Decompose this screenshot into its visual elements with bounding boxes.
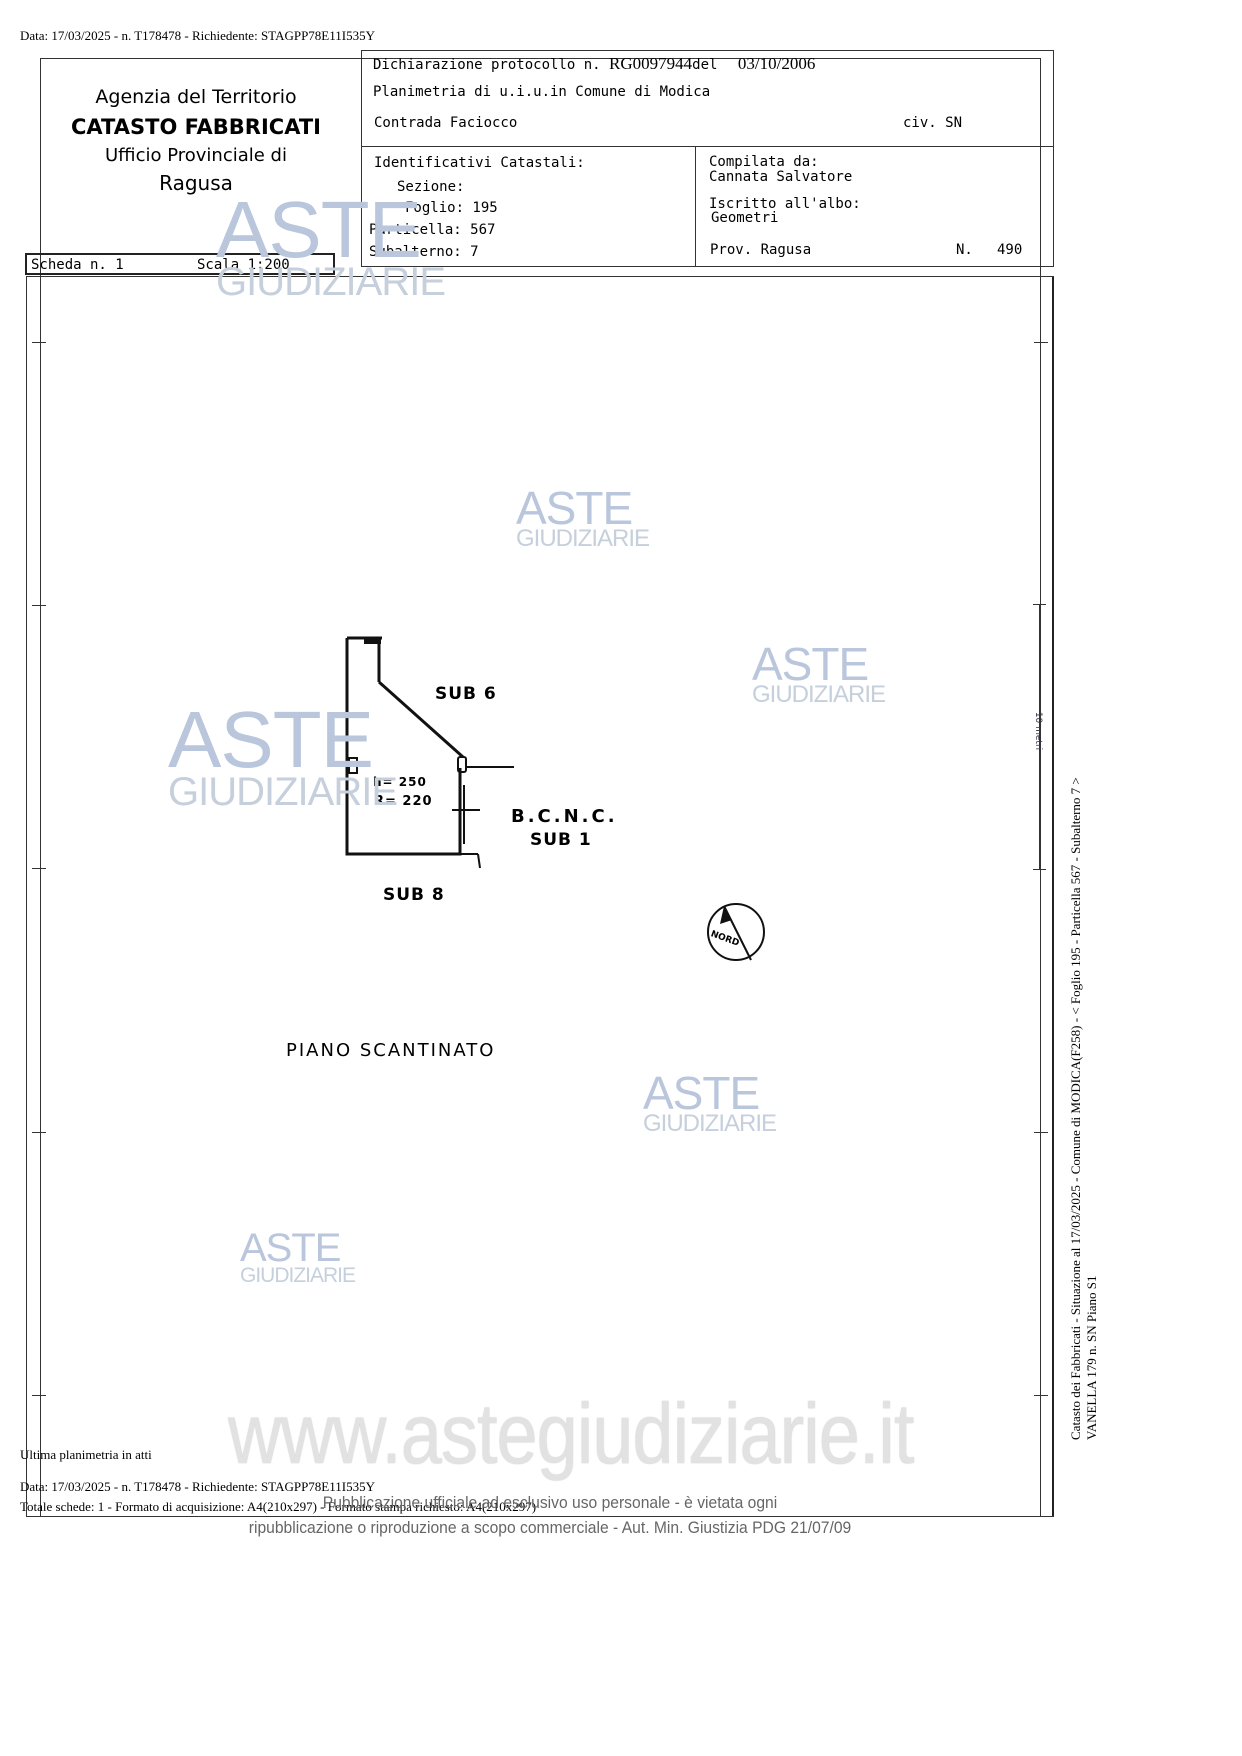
label-height: h= 250 bbox=[373, 775, 427, 789]
dim-label: 10 metri bbox=[1033, 711, 1043, 751]
planimetria-line: Planimetria di u.i.u.in Comune di Modica bbox=[373, 84, 711, 100]
compiler-name: Cannata Salvatore bbox=[709, 169, 853, 185]
notice-line-1: Pubblicazione ufficiale ad esclusivo uso… bbox=[322, 1493, 778, 1512]
albo-value: Geometri bbox=[711, 210, 779, 226]
declaration-label: Dichiarazione protocollo n. bbox=[373, 57, 601, 73]
scheda-box bbox=[25, 253, 335, 275]
watermark-url: www.astegiudiziarie.it bbox=[228, 1386, 914, 1482]
label-sub1: SUB 1 bbox=[530, 830, 592, 850]
side-text-1: Catasto dei Fabbricati - Situazione al 1… bbox=[1068, 777, 1083, 1440]
n-value: 490 bbox=[997, 242, 1023, 258]
floor-plan bbox=[345, 636, 514, 869]
frame-right-thick bbox=[1052, 276, 1054, 1516]
label-ceiling: R= 220 bbox=[374, 794, 433, 809]
tick-right bbox=[1034, 1132, 1048, 1133]
prov-label: Prov. Ragusa bbox=[710, 242, 812, 258]
notice-line-2: ripubblicazione o riproduzione a scopo c… bbox=[248, 1518, 852, 1537]
dim-line bbox=[1039, 604, 1040, 870]
subalterno: Subalterno: 7 bbox=[369, 244, 479, 260]
tick-right bbox=[1034, 342, 1048, 343]
floor-title: PIANO SCANTINATO bbox=[286, 1040, 496, 1061]
n-label: N. bbox=[956, 242, 973, 258]
compiler-label: Compilata da: bbox=[709, 154, 819, 170]
sezione: Sezione: bbox=[397, 179, 465, 195]
side-text-2: VANELLA 179 n. SN Piano S1 bbox=[1084, 1275, 1099, 1440]
compass-icon bbox=[707, 903, 765, 961]
civico: civ. SN bbox=[903, 115, 963, 131]
ufficio-label: Ufficio Provinciale di bbox=[105, 145, 287, 166]
frame-left bbox=[40, 58, 41, 1516]
agency-name: Agenzia del Territorio bbox=[95, 86, 297, 108]
frame-right bbox=[1040, 58, 1041, 1516]
tick-right bbox=[1034, 1395, 1048, 1396]
header-divider bbox=[361, 146, 1054, 147]
watermark-aste: ASTE GIUDIZIARIE bbox=[168, 695, 398, 814]
identifiers-title: Identificativi Catastali: bbox=[374, 155, 585, 171]
del-label: del bbox=[692, 57, 718, 73]
tick-left bbox=[32, 342, 46, 343]
address-line: Contrada Faciocco bbox=[374, 115, 518, 131]
header-vdivider bbox=[695, 146, 696, 267]
tick-left bbox=[32, 605, 46, 606]
top-header: Data: 17/03/2025 - n. T178478 - Richiede… bbox=[20, 28, 375, 43]
particella: Particella: 567 bbox=[369, 222, 496, 238]
tick-left bbox=[32, 868, 46, 869]
declaration-line: Dichiarazione protocollo n. RG0097944del… bbox=[373, 54, 815, 74]
watermark-aste: ASTE GIUDIZIARIE bbox=[516, 482, 650, 552]
footer-totale: Totale schede: 1 - Formato di acquisizio… bbox=[20, 1499, 537, 1514]
catasto-title: CATASTO FABBRICATI bbox=[71, 115, 321, 139]
protocol-number: RG0097944 bbox=[609, 54, 693, 73]
scheda-label: Scheda n. 1 bbox=[31, 257, 124, 273]
label-bcnc: B.C.N.C. bbox=[511, 806, 618, 827]
header-box bbox=[361, 50, 1054, 267]
drawing-bottom-line bbox=[26, 1516, 1054, 1517]
label-sub6: SUB 6 bbox=[435, 684, 497, 704]
label-sub8: SUB 8 bbox=[383, 885, 445, 905]
footer-data: Data: 17/03/2025 - n. T178478 - Richiede… bbox=[20, 1479, 375, 1494]
dim-tick-bottom bbox=[1033, 869, 1046, 870]
drawing-top-line bbox=[26, 276, 1054, 277]
watermark-aste: ASTE GIUDIZIARIE bbox=[216, 185, 446, 304]
tick-left bbox=[32, 1395, 46, 1396]
albo-label: Iscritto all'albo: bbox=[709, 196, 861, 212]
dim-tick-top bbox=[1033, 604, 1046, 605]
north-compass: NORD bbox=[706, 902, 766, 962]
watermark-aste: ASTE GIUDIZIARIE bbox=[643, 1067, 777, 1137]
tick-left bbox=[32, 1132, 46, 1133]
footer-ultima: Ultima planimetria in atti bbox=[20, 1447, 152, 1462]
scala-label: Scala 1:200 bbox=[197, 257, 290, 273]
watermark-aste: ASTE GIUDIZIARIE bbox=[240, 1226, 356, 1287]
drawing-left-line bbox=[26, 276, 27, 1516]
ufficio-city: Ragusa bbox=[159, 171, 233, 195]
foglio: Foglio: 195 bbox=[405, 200, 498, 216]
declaration-date: 03/10/2006 bbox=[737, 54, 816, 73]
watermark-aste: ASTE GIUDIZIARIE bbox=[752, 638, 886, 708]
frame-top bbox=[40, 58, 1040, 59]
